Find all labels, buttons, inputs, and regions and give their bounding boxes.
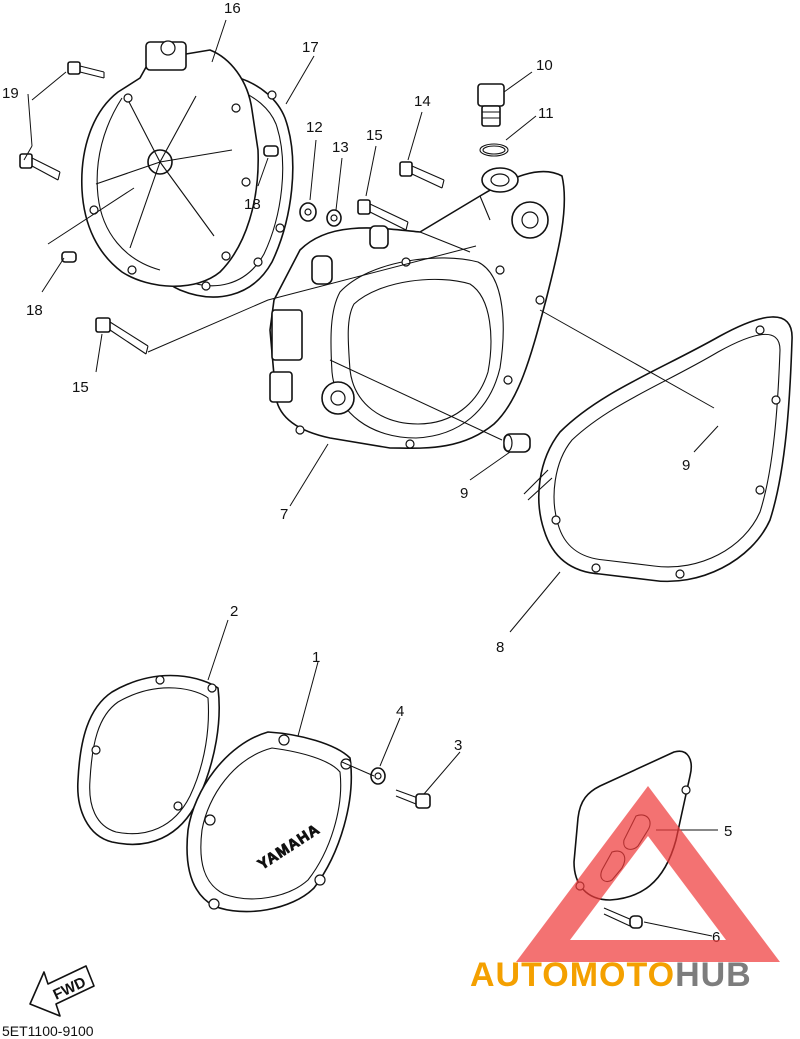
dowel-pin-18-a [263,145,279,157]
callout-7: 7 [280,506,288,523]
callout-2: 2 [230,603,238,620]
part-code: 5ET1100-9100 [2,1023,94,1039]
callout-9-center: 9 [460,485,468,502]
crankcase-cover [269,170,566,449]
callout-15-left: 15 [72,379,89,396]
callout-5: 5 [724,823,732,840]
callout-8: 8 [496,639,504,656]
callout-3: 3 [454,737,462,754]
bolt-15-left [95,317,149,355]
dowel-9-center [503,433,531,453]
clutch-cover [81,40,259,287]
crankcase-gasket [523,316,793,583]
bolt-19-upper [67,61,105,79]
stator-cover: YAMAHA [186,731,353,913]
stator-cover-gasket [77,674,220,846]
callout-11: 11 [538,105,554,122]
o-ring [479,143,509,157]
watermark-logo [516,786,780,962]
callout-15-center: 15 [366,127,383,144]
bolt-15-center [357,199,409,231]
callout-18-lower: 18 [26,302,43,319]
leader-lines [23,19,719,937]
washer-4 [370,767,386,785]
watermark-triangle [516,786,780,962]
callout-10: 10 [536,57,553,74]
washer-12 [299,202,317,222]
callout-12: 12 [306,119,323,136]
watermark-part2: HUB [675,956,752,994]
dowel-pin-18-b [61,251,77,263]
washer-13 [326,209,342,227]
oil-filler-plug [477,83,505,127]
callout-9-right: 9 [682,457,690,474]
callout-4: 4 [396,703,404,720]
watermark-part1: AUTOMOTO [470,956,675,994]
watermark-text: AUTOMOTOHUB [470,956,752,994]
callout-17: 17 [302,39,319,56]
callout-18-upper: 18 [244,196,261,213]
callout-6: 6 [712,929,720,946]
bolt-14 [399,161,445,189]
callout-16: 16 [224,0,241,17]
bolt-19-lower [19,153,61,181]
screw-6 [603,907,643,929]
oil-filler-boss [481,167,519,193]
bolt-3 [395,789,431,809]
fwd-arrow: FWD [29,965,95,1017]
callout-1: 1 [312,649,320,666]
callout-13: 13 [332,139,349,156]
callout-19: 19 [2,85,19,102]
callout-14: 14 [414,93,431,110]
callout-labels: 16 17 19 10 11 14 12 13 15 18 18 15 9 9 … [2,0,732,946]
